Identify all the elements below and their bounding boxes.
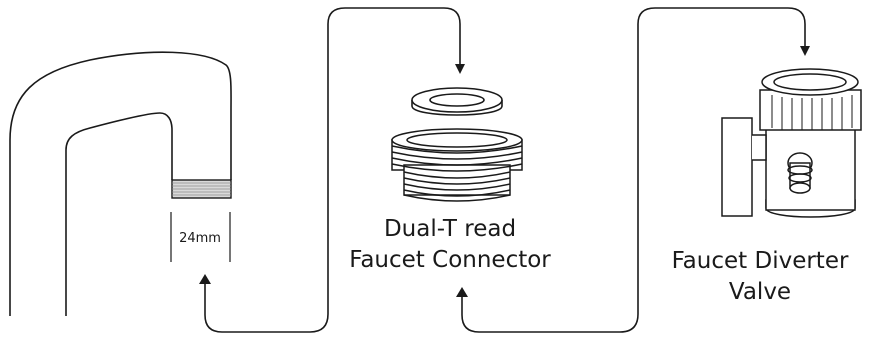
connector-title-line2: Faucet Connector (349, 247, 551, 273)
flow-arrow-connector-to-valve (461, 7, 810, 333)
faucet-spout (9, 51, 232, 316)
measurement-label: 24mm (179, 231, 221, 246)
valve-title-line2: Valve (728, 279, 792, 305)
washer-ring (411, 87, 503, 116)
arrowhead-up-spout (199, 274, 211, 284)
spout-thread-band (171, 179, 232, 199)
valve-title-line1: Faucet Diverter (671, 248, 849, 274)
measurement-brackets (170, 212, 231, 262)
dual-thread-connector (391, 128, 523, 202)
flow-arrow-spout-to-connector (204, 7, 465, 333)
arrowhead-up-connector (456, 287, 468, 297)
connector-title-line1: Dual-T read (383, 216, 517, 242)
faucet-diverter-valve (721, 68, 862, 218)
